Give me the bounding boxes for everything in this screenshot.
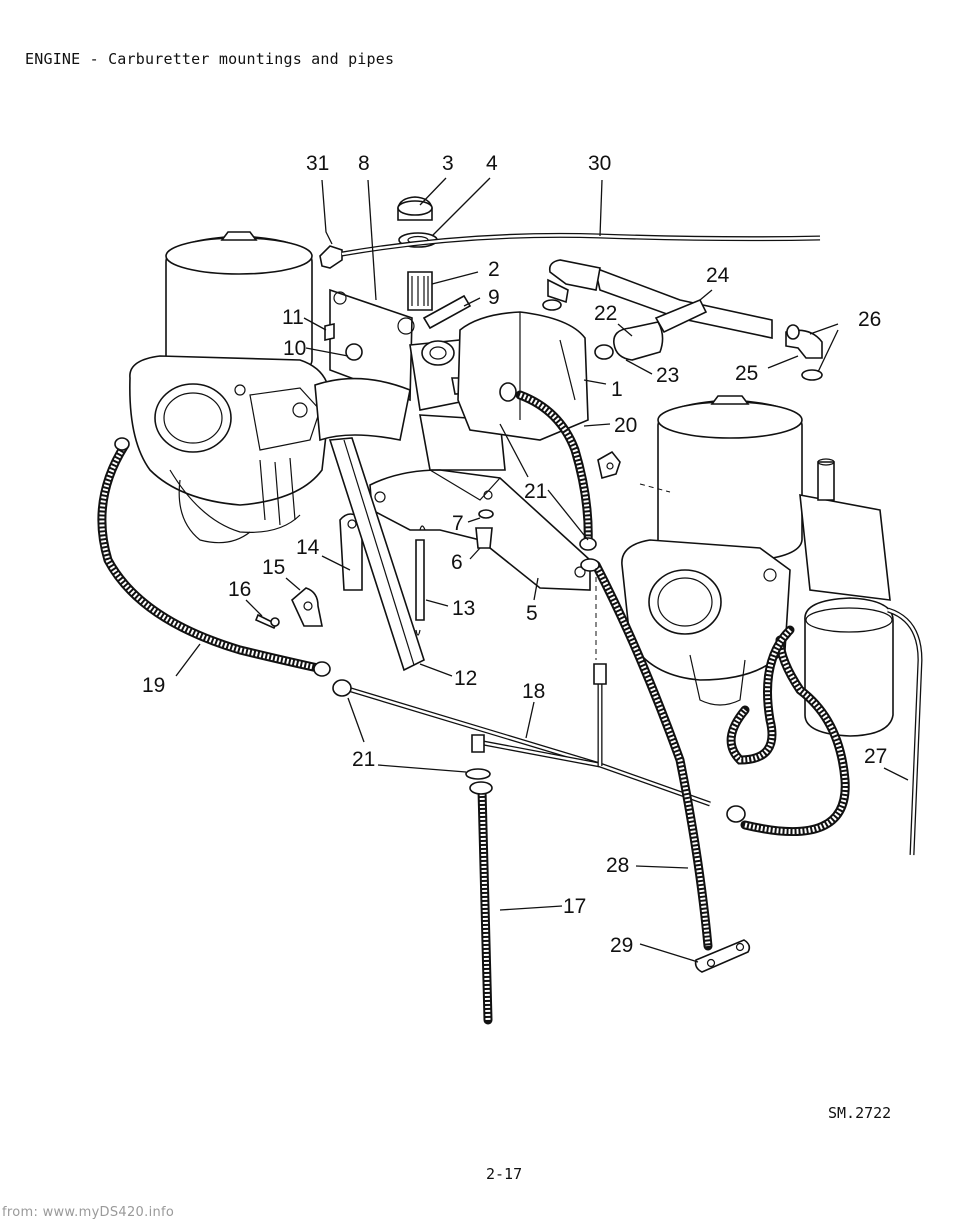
- callout-21: 21: [524, 480, 547, 503]
- callout-3: 3: [442, 152, 454, 175]
- callout-30: 30: [588, 152, 611, 175]
- callout-5: 5: [526, 602, 538, 625]
- callout-12: 12: [454, 667, 477, 690]
- callout-2: 2: [488, 258, 500, 281]
- small-parts-top: [319, 196, 472, 330]
- callout-27: 27: [864, 745, 887, 768]
- callout-24: 24: [706, 264, 730, 287]
- callout-10: 10: [283, 337, 306, 360]
- callout-29: 29: [610, 934, 633, 957]
- callout-7: 7: [452, 512, 464, 535]
- callout-15: 15: [262, 556, 285, 579]
- callout-9: 9: [488, 286, 500, 309]
- callout-25: 25: [735, 362, 758, 385]
- breather-pipe: [542, 259, 823, 381]
- leader-lines: [175, 177, 909, 963]
- page-title: ENGINE - Carburetter mountings and pipes: [25, 50, 395, 68]
- right-carburetter: [621, 395, 894, 737]
- callout-20: 20: [614, 414, 637, 437]
- callout-18: 18: [522, 680, 545, 703]
- callout-labels: 31 8 3 4 30 2 9 24 11 22 26 10 23 25 1 2…: [142, 152, 887, 957]
- left-carburetter: [129, 231, 331, 544]
- callout-1: 1: [611, 378, 623, 401]
- callout-14: 14: [296, 536, 320, 559]
- callout-16: 16: [228, 578, 251, 601]
- callout-8: 8: [358, 152, 370, 175]
- callout-26: 26: [858, 308, 881, 331]
- callout-11: 11: [282, 306, 304, 329]
- callout-17: 17: [563, 895, 586, 918]
- source-footer: from: www.myDS420.info: [2, 1205, 175, 1220]
- page-number: 2-17: [486, 1165, 523, 1183]
- callout-13: 13: [452, 597, 475, 620]
- fuel-pipes: [97, 232, 923, 1025]
- callout-28: 28: [606, 854, 629, 877]
- callout-4: 4: [486, 152, 498, 175]
- callout-6: 6: [451, 551, 463, 574]
- callout-21: 21: [352, 748, 375, 771]
- linkage-parts: [254, 323, 494, 672]
- drawing-reference: SM.2722: [828, 1104, 892, 1122]
- callout-31: 31: [306, 152, 329, 175]
- callout-19: 19: [142, 674, 165, 697]
- callout-22: 22: [594, 302, 617, 325]
- callout-23: 23: [656, 364, 679, 387]
